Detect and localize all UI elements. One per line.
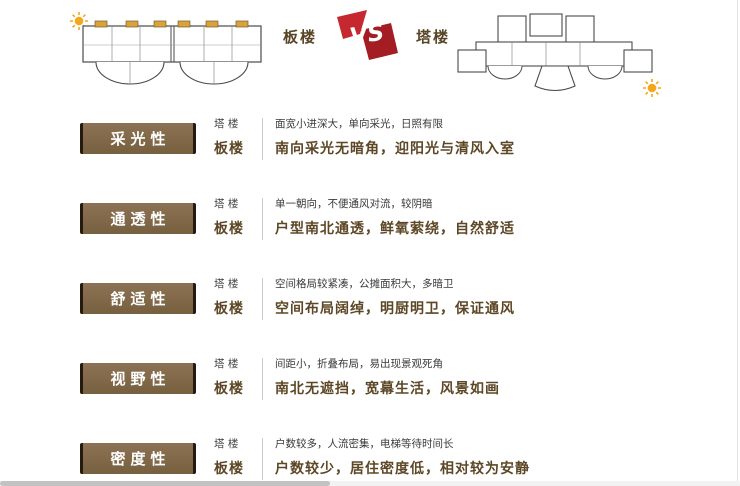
tower-row-label: 塔 楼 [214, 198, 239, 210]
category-label: 采光性 [110, 130, 171, 148]
comparison-row: 视野性 塔 楼 板楼 间距小，折叠布局，易出现景观死角 南北无遮挡，宽幕生活，风… [80, 356, 720, 401]
tower-row-label: 塔 楼 [214, 118, 239, 130]
tower-row-desc: 单一朝向，不便通风对流，较阴暗 [275, 198, 433, 210]
building-label-tower: 塔楼 [416, 28, 451, 46]
sun-icon [643, 79, 661, 97]
vs-label: VS [348, 19, 386, 50]
row-divider [262, 277, 263, 320]
horizontal-scrollbar[interactable] [0, 481, 740, 486]
category-badge: 密度性 [80, 443, 196, 474]
slab-row-label: 板楼 [214, 221, 244, 237]
tower-row-desc: 间距小，折叠布局，易出现景观死角 [275, 358, 443, 370]
tower-row-desc: 空间格局较紧凑，公摊面积大，多暗卫 [275, 278, 454, 290]
slab-row-label: 板楼 [214, 381, 244, 397]
slab-row-desc: 南向采光无暗角，迎阳光与清风入室 [275, 141, 515, 157]
row-divider [262, 117, 263, 160]
slab-row-desc: 空间布局阔绰，明厨明卫，保证通风 [275, 301, 515, 317]
tower-row-label: 塔 楼 [214, 438, 239, 450]
comparison-list: 采光性 塔 楼 板楼 面宽小进深大，单向采光，日照有限 南向采光无暗角，迎阳光与… [80, 116, 720, 486]
tower-row-desc: 面宽小进深大，单向采光，日照有限 [275, 118, 443, 130]
row-divider [262, 197, 263, 240]
row-divider [262, 357, 263, 400]
slab-row-label: 板楼 [214, 301, 244, 317]
tower-row-desc: 户数较多，人流密集，电梯等待时间长 [275, 438, 454, 450]
vs-badge: VS [337, 10, 398, 60]
category-label: 通透性 [110, 210, 171, 228]
comparison-row: 采光性 塔 楼 板楼 面宽小进深大，单向采光，日照有限 南向采光无暗角，迎阳光与… [80, 116, 720, 161]
right-edge-line [737, 0, 738, 486]
comparison-row: 密度性 塔 楼 板楼 户数较多，人流密集，电梯等待时间长 户数较少，居住密度低，… [80, 436, 720, 481]
category-badge: 舒适性 [80, 283, 196, 314]
building-label-slab: 板楼 [283, 28, 318, 46]
category-badge: 视野性 [80, 363, 196, 394]
scrollbar-thumb[interactable] [0, 481, 330, 486]
slab-row-desc: 户型南北通透，鲜氧萦绕，自然舒适 [275, 221, 515, 237]
tower-floorplan-icon [457, 13, 661, 97]
category-label: 视野性 [110, 370, 171, 388]
header-section: 板楼 VS 塔楼 [0, 0, 740, 112]
comparison-row: 通透性 塔 楼 板楼 单一朝向，不便通风对流，较阴暗 户型南北通透，鲜氧萦绕，自… [80, 196, 720, 241]
category-label: 密度性 [110, 450, 171, 468]
category-badge: 通透性 [80, 203, 196, 234]
tower-row-label: 塔 楼 [214, 278, 239, 290]
row-divider [262, 437, 263, 480]
slab-row-label: 板楼 [214, 461, 244, 477]
slab-row-label: 板楼 [214, 141, 244, 157]
slab-row-desc: 南北无遮挡，宽幕生活，风景如画 [275, 381, 500, 397]
slab-floorplan-icon [70, 12, 262, 85]
sun-icon [70, 12, 88, 30]
slab-row-desc: 户数较少，居住密度低，相对较为安静 [275, 461, 530, 477]
category-badge: 采光性 [80, 123, 196, 154]
comparison-row: 舒适性 塔 楼 板楼 空间格局较紧凑，公摊面积大，多暗卫 空间布局阔绰，明厨明卫… [80, 276, 720, 321]
tower-row-label: 塔 楼 [214, 358, 239, 370]
category-label: 舒适性 [110, 290, 171, 308]
